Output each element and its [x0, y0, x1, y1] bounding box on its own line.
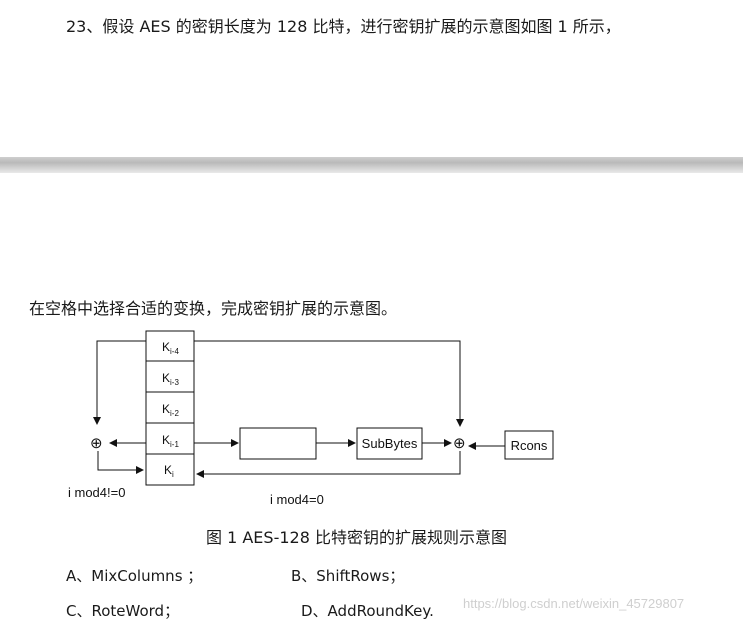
top-feed-line — [194, 340, 464, 427]
subbytes-box — [356, 427, 423, 460]
register-label-k-i: Ki — [164, 463, 174, 479]
option-a[interactable]: A、MixColumns ； — [66, 567, 203, 585]
register-k-i-3 — [145, 360, 195, 393]
cond-bottom-label: i mod4=0 — [270, 492, 324, 507]
watermark-text: https://blog.csdn.net/weixin_45729807 — [463, 596, 685, 611]
question-title: 23、假设 AES 的密钥长度为 128 比特，进行密钥扩展的示意图如图 1 所… — [66, 17, 621, 36]
left-feed-line — [93, 340, 146, 425]
cond-left-label: i mod4!=0 — [68, 485, 125, 500]
register-label-k-i-4: Ki-4 — [162, 340, 179, 356]
register-k-i-1 — [145, 422, 195, 455]
register-label-k-i-3: Ki-3 — [162, 371, 179, 387]
subbytes-label: SubBytes — [362, 436, 418, 451]
right-xor-symbol: ⊕ — [453, 435, 466, 452]
right-xor-to-k-i — [196, 451, 461, 478]
instruction-text: 在空格中选择合适的变换，完成密钥扩展的示意图。 — [29, 299, 398, 318]
key-expansion-diagram: Ki-4 Ki-3 Ki-2 Ki-1 Ki ⊕ SubBytes ⊕ Rcon… — [68, 330, 554, 507]
option-c[interactable]: C、RoteWord； — [66, 602, 180, 620]
blank-transform-box[interactable] — [239, 427, 317, 460]
register-stack: Ki-4 Ki-3 Ki-2 Ki-1 Ki — [145, 330, 195, 486]
option-d[interactable]: D、AddRoundKey. — [301, 602, 434, 620]
section-divider — [0, 157, 743, 173]
register-label-k-i-2: Ki-2 — [162, 402, 179, 418]
rcons-label: Rcons — [511, 438, 548, 453]
figure-caption: 图 1 AES-128 比特密钥的扩展规则示意图 — [206, 528, 507, 547]
option-b[interactable]: B、ShiftRows； — [291, 567, 405, 585]
register-label-k-i-1: Ki-1 — [162, 433, 179, 449]
left-xor-symbol: ⊕ — [90, 435, 103, 452]
left-xor-to-k-i — [97, 451, 144, 474]
rcons-box — [504, 430, 554, 460]
register-k-i-4 — [145, 330, 195, 362]
register-k-i — [145, 453, 195, 486]
